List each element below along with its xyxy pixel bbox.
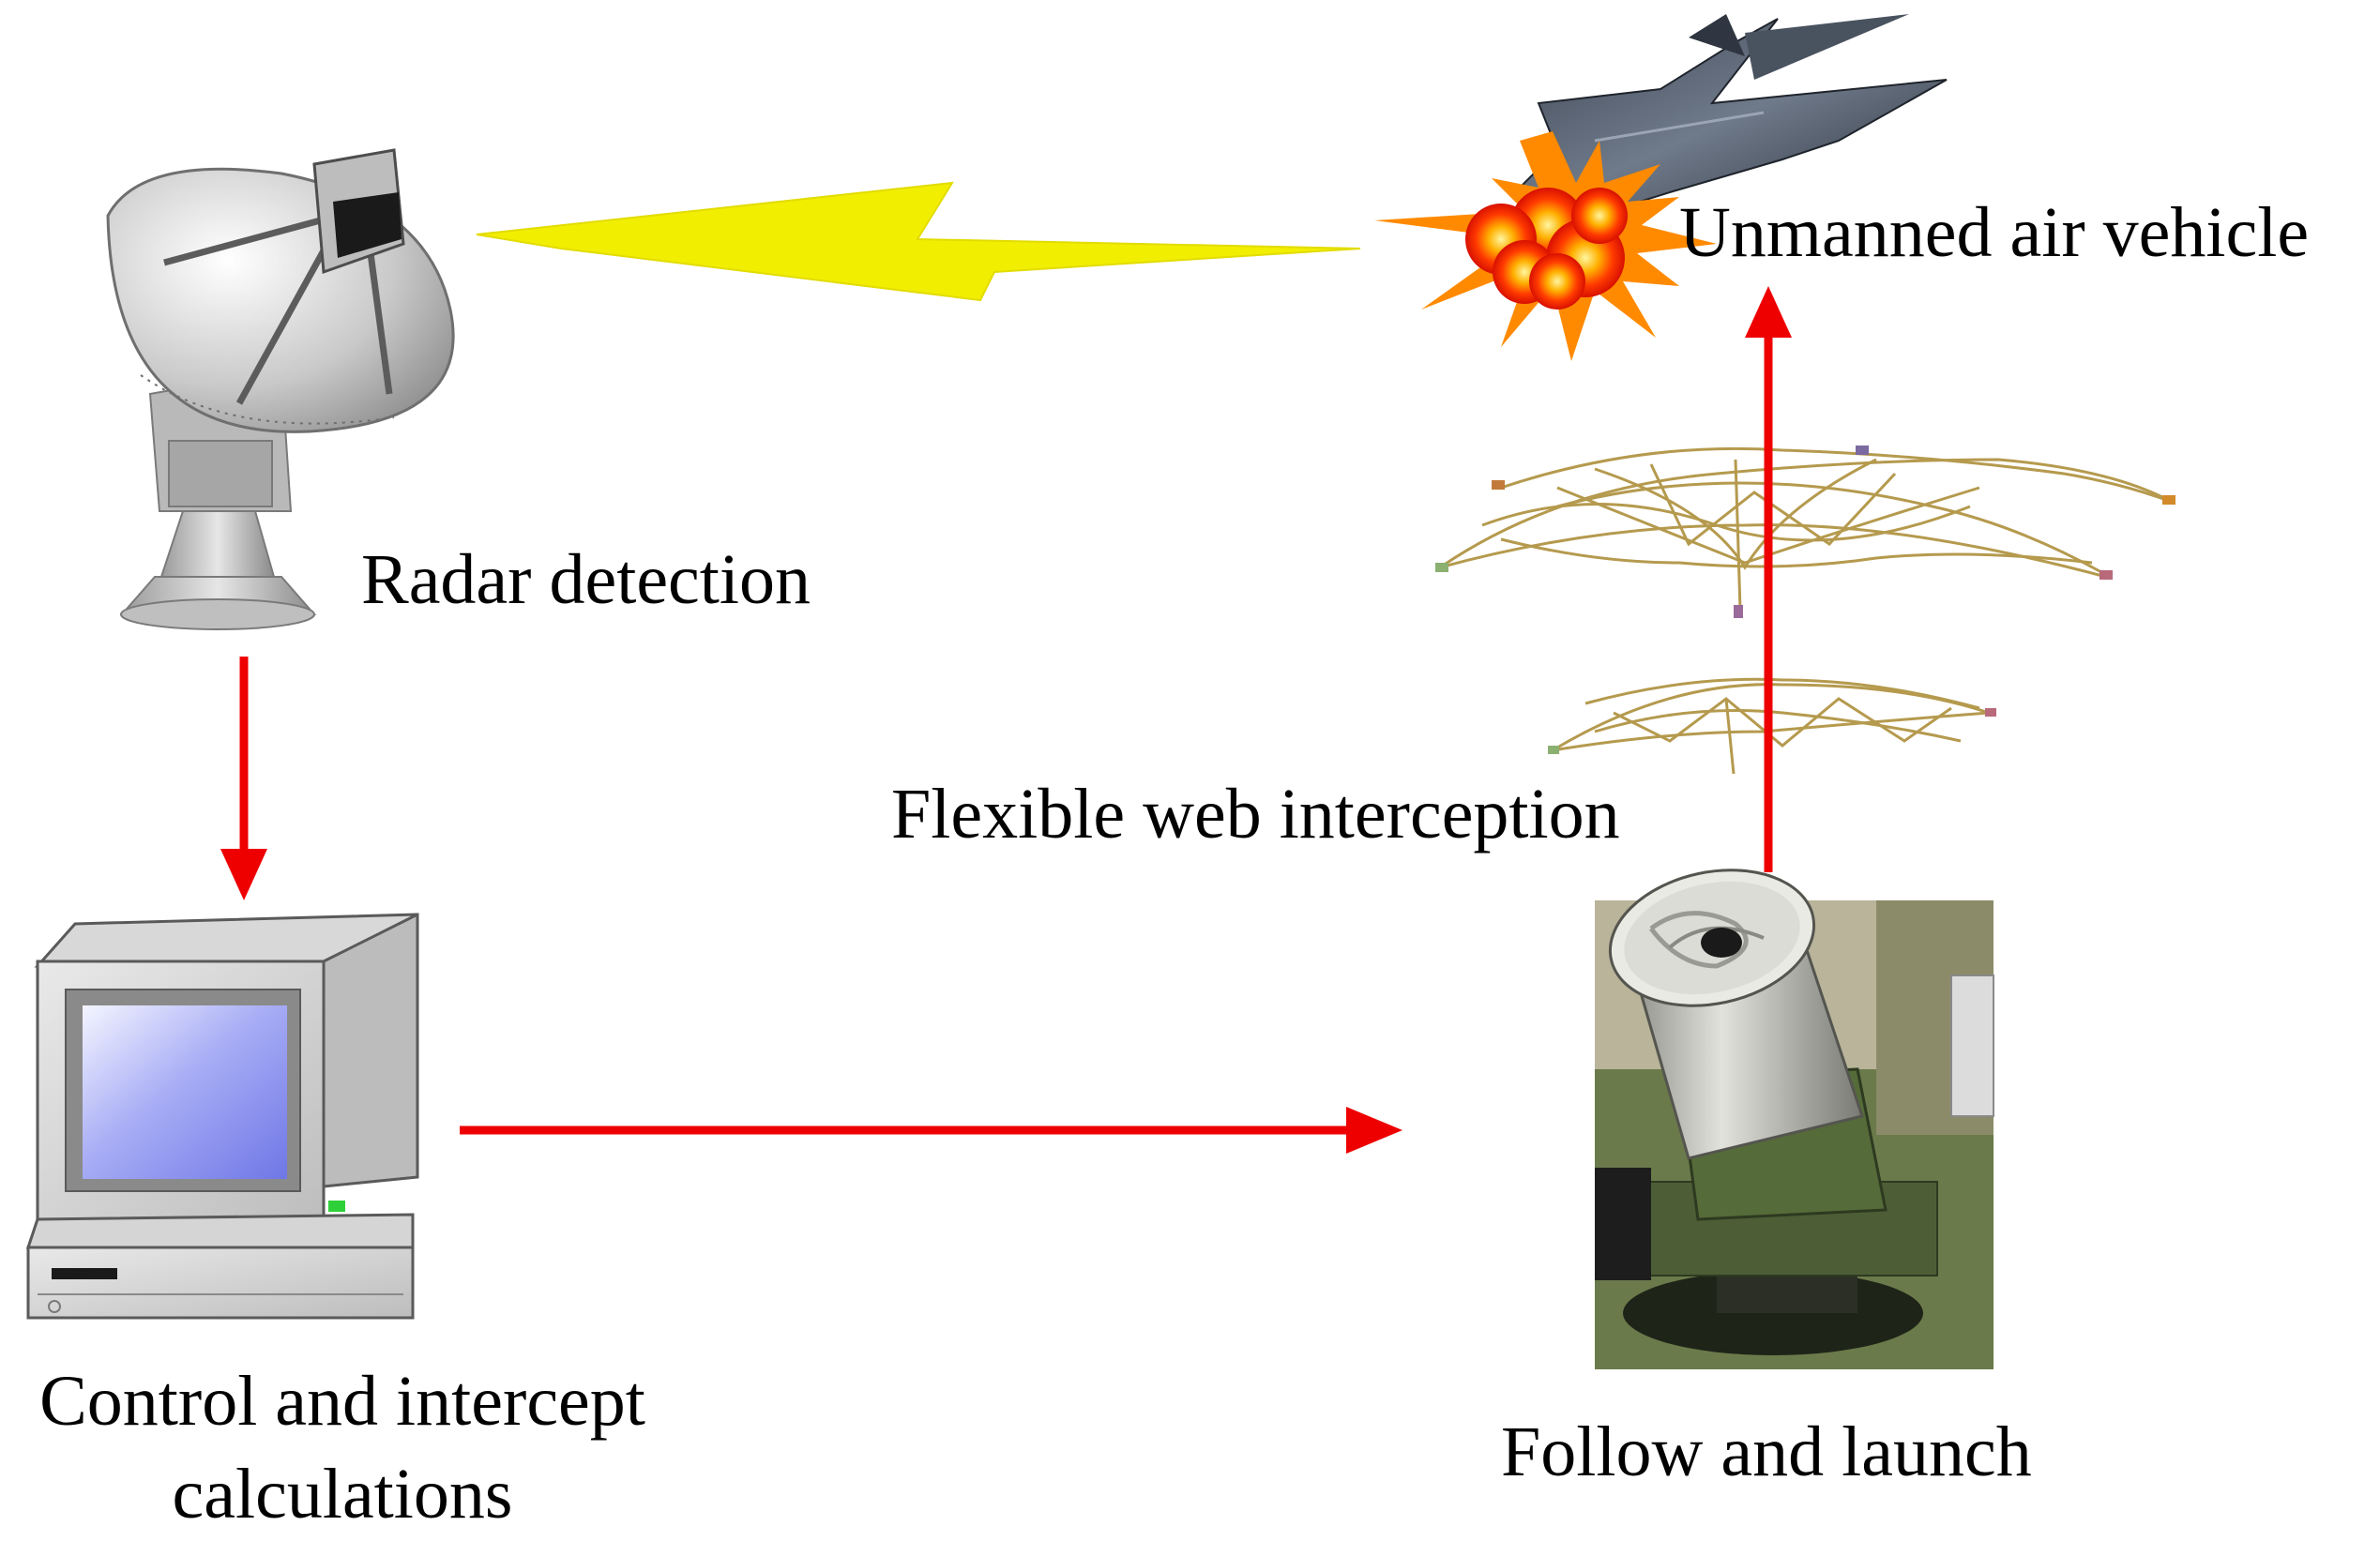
capture-net-icon bbox=[1439, 446, 2173, 775]
radar-dish-icon bbox=[106, 148, 455, 630]
arrowhead-launch-to-uav bbox=[1745, 286, 1792, 338]
explosion-icon bbox=[1374, 131, 1717, 361]
control-calculations-line1: Control and intercept bbox=[39, 1362, 645, 1441]
uav-label: Unmanned air vehicle bbox=[1679, 193, 2310, 272]
net-launcher-icon bbox=[1595, 869, 1994, 1369]
arrowhead-radar-to-control bbox=[220, 849, 267, 900]
net-weights-icon bbox=[1435, 446, 2175, 754]
arrowhead-control-to-launch bbox=[1346, 1107, 1402, 1154]
control-calculations-label: Control and intercept calculations bbox=[0, 1355, 685, 1541]
desktop-computer-icon bbox=[25, 913, 419, 1320]
follow-launch-label: Follow and launch bbox=[1501, 1413, 2032, 1491]
lightning-bolt-icon bbox=[476, 181, 1361, 302]
radar-detection-label: Radar detection bbox=[361, 540, 811, 619]
flow-arrows bbox=[220, 286, 1792, 1154]
flexible-web-label: Flexible web interception bbox=[891, 775, 1620, 854]
control-calculations-line2: calculations bbox=[172, 1454, 513, 1533]
